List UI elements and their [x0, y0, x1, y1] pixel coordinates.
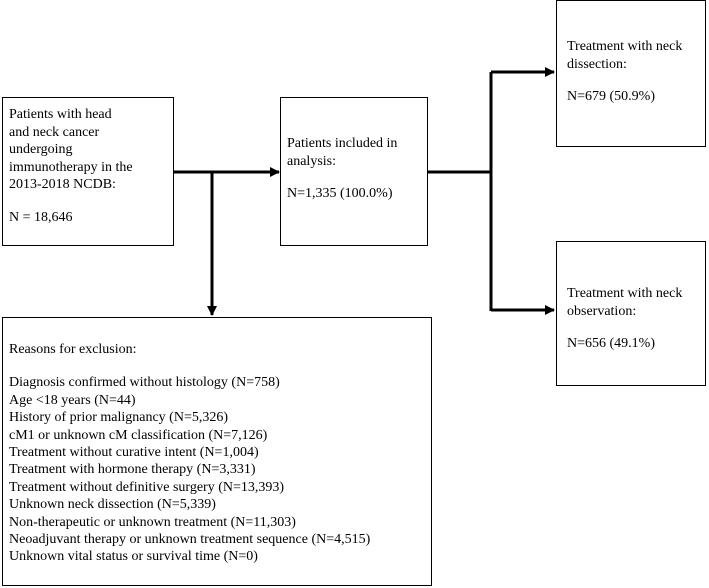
source-line: 2013-2018 NCDB:: [9, 177, 116, 192]
source-line: undergoing: [9, 142, 73, 157]
exclusion-title: Reasons for exclusion:: [9, 342, 137, 357]
neck-dissection-box: Treatment with neck dissection: N=679 (5…: [556, 0, 706, 147]
exclusion-reasons-box: Reasons for exclusion: Diagnosis confirm…: [2, 317, 432, 586]
exclusion-item: cM1 or unknown cM classification (N=7,12…: [9, 427, 268, 443]
included-line: analysis:: [287, 153, 336, 169]
neck-observation-box: Treatment with neck observation: N=656 (…: [556, 241, 706, 386]
source-count: N = 18,646: [9, 209, 73, 225]
source-line: Patients with head: [9, 107, 112, 122]
exclusion-item: History of prior malignancy (N=5,326): [9, 410, 229, 426]
exclusion-item: Treatment without curative intent (N=1,0…: [9, 445, 259, 461]
exclusion-item: Unknown vital status or survival time (N…: [9, 549, 258, 565]
included-patients-box: Patients included in analysis: N=1,335 (…: [280, 97, 428, 246]
neck-dissection-line: Treatment with neck: [567, 39, 683, 54]
neck-observation-line: Treatment with neck: [567, 286, 683, 301]
exclusion-item: Neoadjuvant therapy or unknown treatment…: [9, 532, 371, 548]
source-line: and neck cancer: [9, 124, 100, 140]
exclusion-item: Treatment without definitive surgery (N=…: [9, 479, 285, 495]
source-population-box: Patients with head and neck cancer under…: [2, 97, 174, 246]
neck-observation-count: N=656 (49.1%): [567, 336, 655, 351]
included-line: Patients included in: [287, 136, 398, 151]
exclusion-item: Diagnosis confirmed without histology (N…: [9, 375, 280, 391]
exclusion-item: Unknown neck dissection (N=5,339): [9, 497, 216, 513]
exclusion-item: Treatment with hormone therapy (N=3,331): [9, 462, 256, 478]
exclusion-item: Age <18 years (N=44): [9, 392, 136, 408]
neck-dissection-count: N=679 (50.9%): [567, 89, 655, 104]
neck-observation-line: observation:: [567, 303, 637, 319]
source-line: immunotherapy in the: [9, 159, 133, 175]
exclusion-item: Non-therapeutic or unknown treatment (N=…: [9, 514, 296, 530]
neck-dissection-line: dissection:: [567, 56, 627, 72]
included-count: N=1,335 (100.0%): [287, 186, 393, 201]
